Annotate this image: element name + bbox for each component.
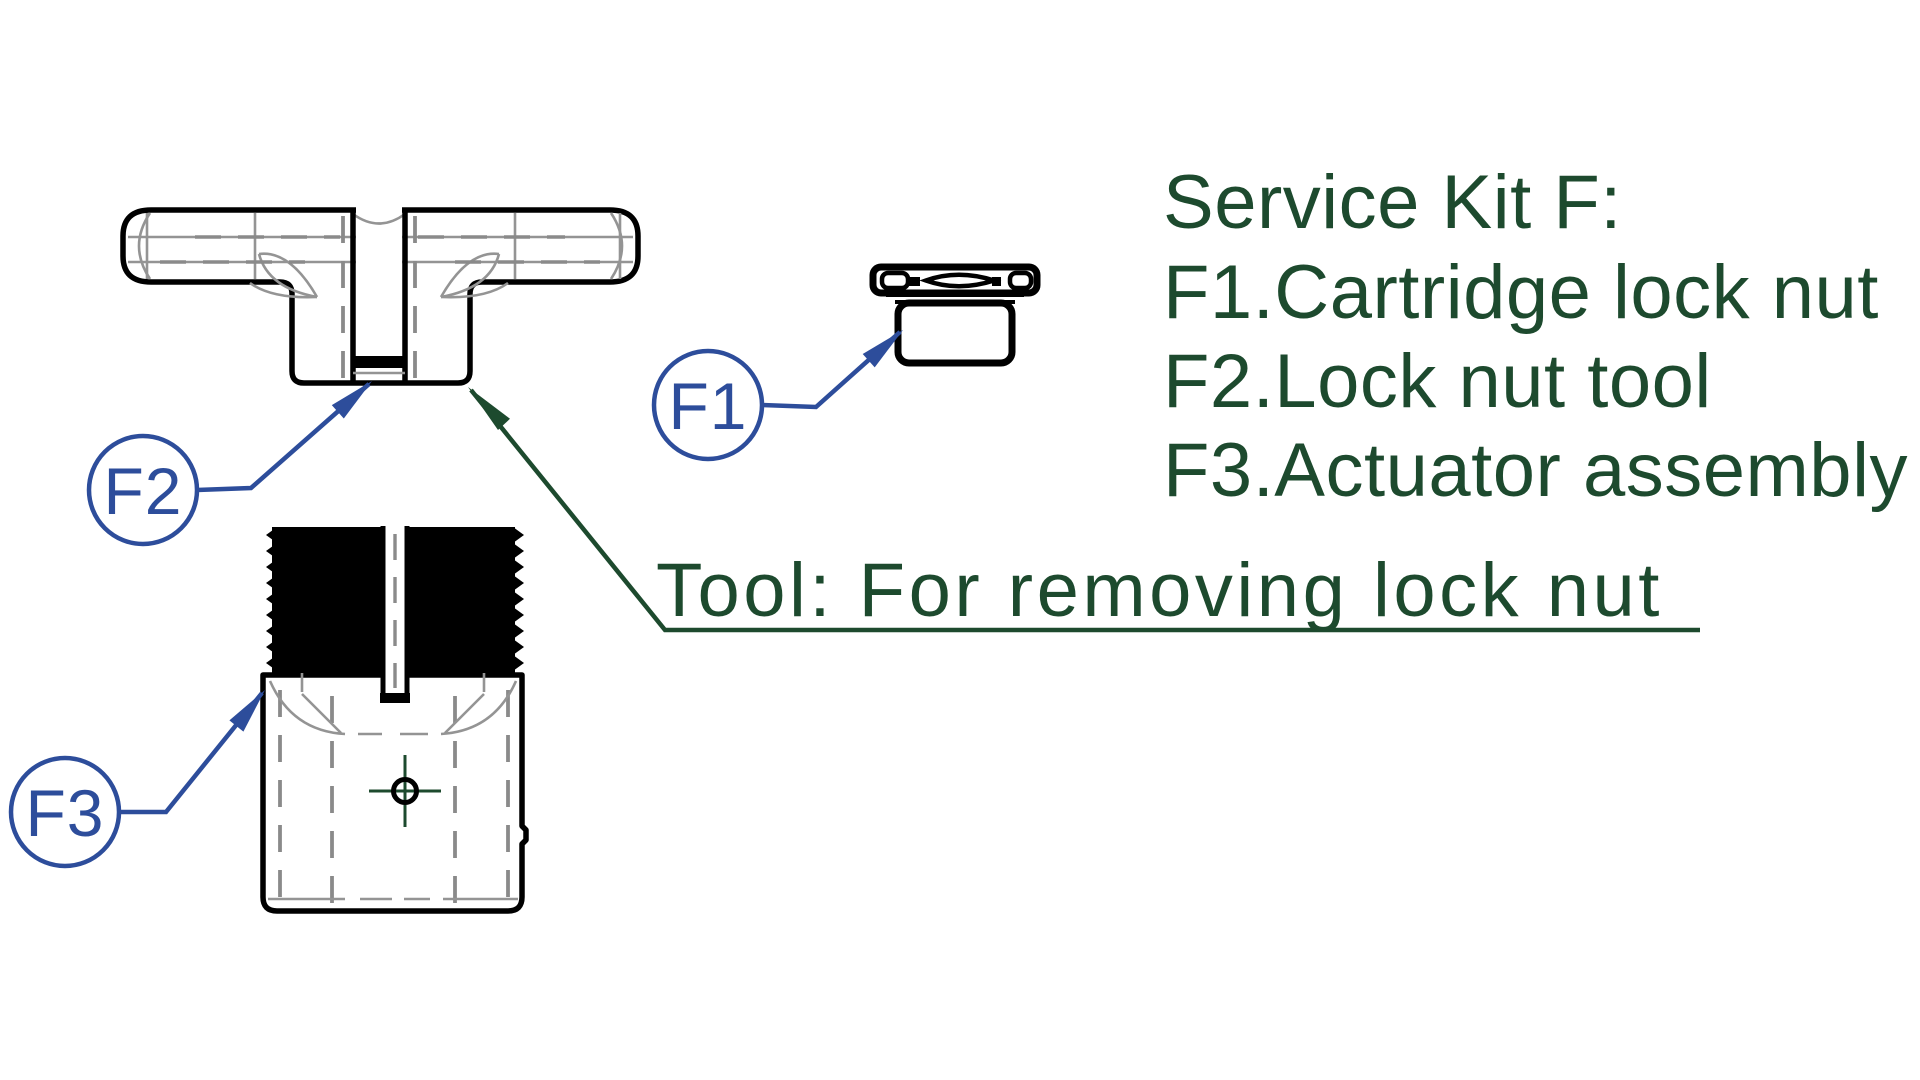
balloon-f2-label: F2 (103, 454, 182, 528)
locknut-flange-details (879, 270, 1034, 291)
tool-leader-line (469, 388, 1700, 633)
leader-arrow-f1 (862, 330, 903, 368)
balloon-f1: F1 (651, 330, 903, 462)
locknut-body-outline (894, 299, 1016, 367)
tool-callout: Tool: For removing lock nut (468, 387, 1700, 633)
leader-line-f3 (119, 691, 264, 815)
legend: Service Kit F: F1.Cartridge lock nut F2.… (1163, 160, 1908, 513)
balloon-f3-label: F3 (25, 776, 104, 850)
legend-item-f3: F3.Actuator assembly (1163, 428, 1908, 513)
lock-nut-tool-drawing (120, 206, 641, 386)
actuator-slot (380, 520, 410, 703)
tool-hidden-lines (160, 216, 600, 378)
actuator-assembly-drawing (260, 520, 529, 914)
balloon-f2: F2 (86, 381, 372, 547)
balloon-f3: F3 (8, 690, 265, 869)
tool-leader-arrow (468, 387, 510, 430)
balloon-f1-circle (651, 348, 765, 462)
legend-heading: Service Kit F: (1163, 160, 1622, 245)
balloon-f2-circle (86, 433, 200, 547)
balloon-f1-label: F1 (668, 369, 747, 443)
actuator-center-mark (369, 755, 441, 827)
leader-line-f2 (196, 382, 371, 493)
legend-item-f2: F2.Lock nut tool (1163, 339, 1712, 424)
balloon-f3-circle (8, 755, 122, 869)
leader-arrow-f2 (331, 381, 372, 419)
legend-item-f1: F1.Cartridge lock nut (1163, 250, 1879, 335)
leader-arrow-f3 (229, 690, 265, 732)
tool-note-text: Tool: For removing lock nut (656, 548, 1663, 633)
cartridge-lock-nut-drawing (869, 263, 1041, 367)
tool-center-slot (350, 206, 408, 381)
actuator-body-details (268, 673, 518, 907)
